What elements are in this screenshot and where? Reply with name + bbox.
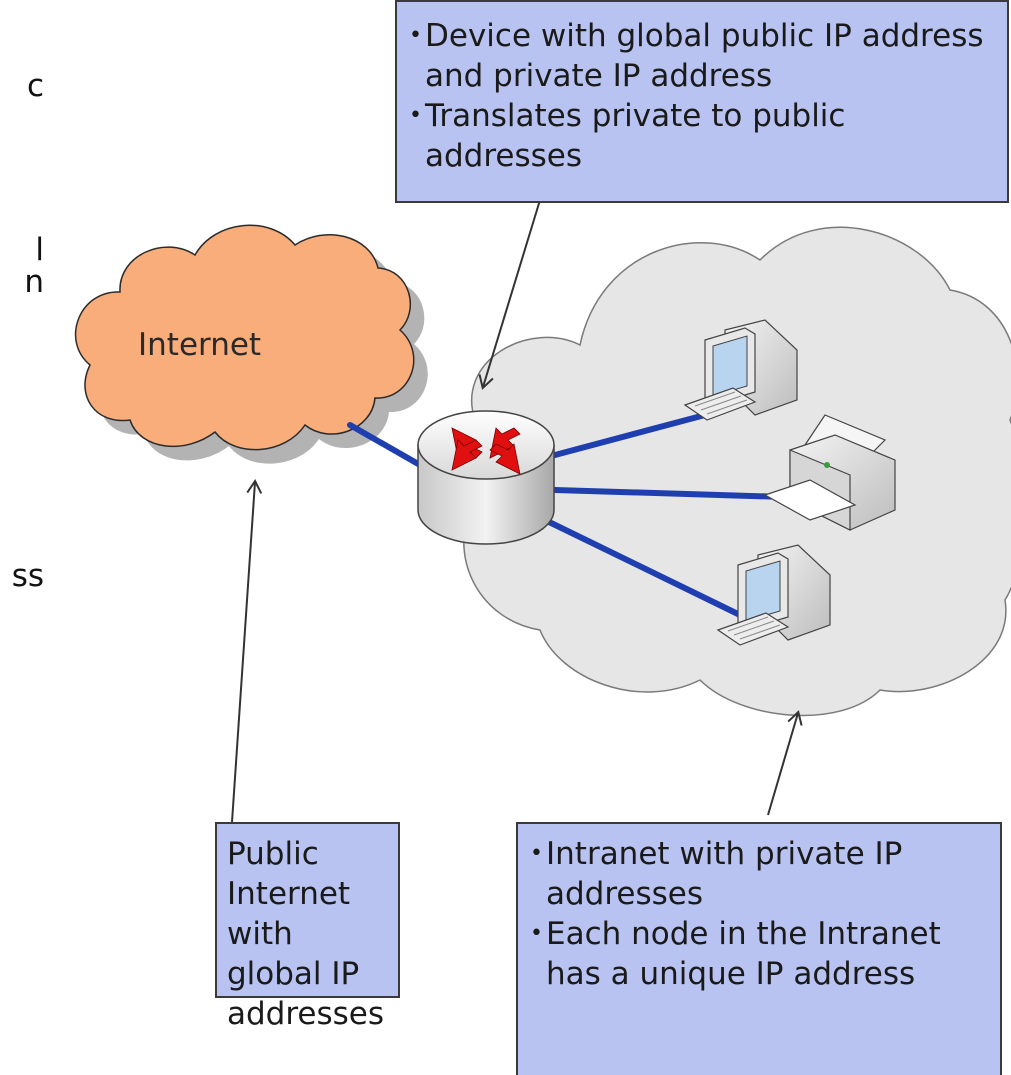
internet-label: Internet — [138, 327, 262, 363]
link-router-pc2 — [542, 517, 743, 618]
intranet-cloud-icon — [449, 226, 1011, 717]
link-internet-router — [347, 422, 423, 468]
edge-text-fragment: c — [26, 68, 44, 104]
callout-pointers — [231, 199, 803, 823]
nat-device-callout: Device with global public IP address and… — [395, 0, 1009, 203]
link-router-printer — [552, 487, 788, 500]
link-router-pc1 — [552, 412, 708, 458]
router-icon — [417, 410, 555, 545]
desktop-computer-icon — [716, 544, 831, 646]
callout-item: Intranet with private IP addresses — [526, 834, 994, 914]
callout-text: Public Internet with global IP addresses — [227, 836, 385, 1032]
network-links — [347, 412, 788, 618]
callout-item: Translates private to public addresses — [405, 96, 1001, 176]
edge-text-fragment: ss — [11, 558, 44, 594]
nat-pointer-arrow — [478, 199, 541, 390]
callout-item: Device with global public IP address and… — [405, 16, 1001, 96]
public-pointer-arrow — [231, 479, 263, 823]
callout-item: Each node in the Intranet has a unique I… — [526, 914, 994, 994]
intranet-pointer-arrow — [767, 710, 803, 816]
printer-icon — [763, 414, 896, 531]
edge-text-fragment: n — [24, 264, 44, 300]
internet-cloud-icon — [74, 224, 415, 451]
public-internet-callout: Public Internet with global IP addresses — [215, 822, 400, 1032]
desktop-computer-icon — [683, 319, 798, 421]
intranet-callout: Intranet with private IP addresses Each … — [516, 822, 1002, 1075]
edge-text-fragment: l — [35, 232, 44, 268]
